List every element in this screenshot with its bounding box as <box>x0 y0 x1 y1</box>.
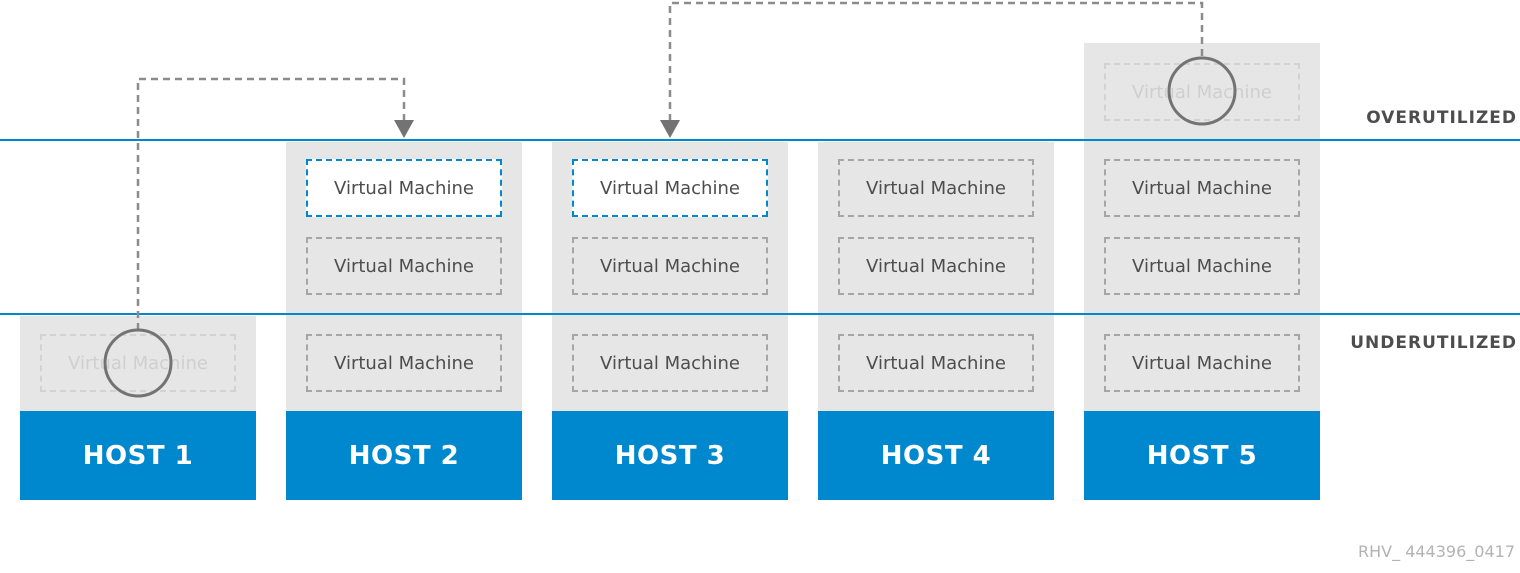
host-3-vm: Virtual Machine <box>572 334 768 392</box>
overutilized-threshold-line <box>0 139 1520 141</box>
host-4-column <box>818 142 1054 411</box>
migration-arrow-host1-to-host2 <box>136 77 406 330</box>
host-5-column <box>1084 43 1320 411</box>
host-3-label: HOST 3 <box>552 411 788 500</box>
host-4-vm: Virtual Machine <box>838 159 1034 217</box>
host-5-vm: Virtual Machine <box>1104 334 1300 392</box>
host-2-vm-migrated: Virtual Machine <box>306 159 502 217</box>
host-5-vm: Virtual Machine <box>1104 237 1300 295</box>
host-1-vm-migrating: Virtual Machine <box>40 334 236 392</box>
host-1-label: HOST 1 <box>20 411 256 500</box>
underutilized-label: UNDERUTILIZED <box>1350 333 1517 353</box>
arrowhead-icon <box>394 120 414 138</box>
host-5-label: HOST 5 <box>1084 411 1320 500</box>
underutilized-threshold-line <box>0 313 1520 315</box>
host-5-vm: Virtual Machine <box>1104 159 1300 217</box>
host-4-label: HOST 4 <box>818 411 1054 500</box>
source-vm-circle-icon <box>103 328 173 398</box>
host-2-vm: Virtual Machine <box>306 334 502 392</box>
arrowhead-icon <box>660 120 680 138</box>
host-2-vm: Virtual Machine <box>306 237 502 295</box>
host-4-vm: Virtual Machine <box>838 237 1034 295</box>
overutilized-label: OVERUTILIZED <box>1366 108 1517 128</box>
host-4-vm: Virtual Machine <box>838 334 1034 392</box>
host-3-vm-migrated: Virtual Machine <box>572 159 768 217</box>
host-2-label: HOST 2 <box>286 411 522 500</box>
migration-arrow-host5-to-host3 <box>668 1 1204 120</box>
figure-id-caption: RHV_ 444396_0417 <box>1358 542 1515 561</box>
host-5-vm-migrating: Virtual Machine <box>1104 63 1300 121</box>
source-vm-circle-icon <box>1167 56 1237 126</box>
host-3-vm: Virtual Machine <box>572 237 768 295</box>
